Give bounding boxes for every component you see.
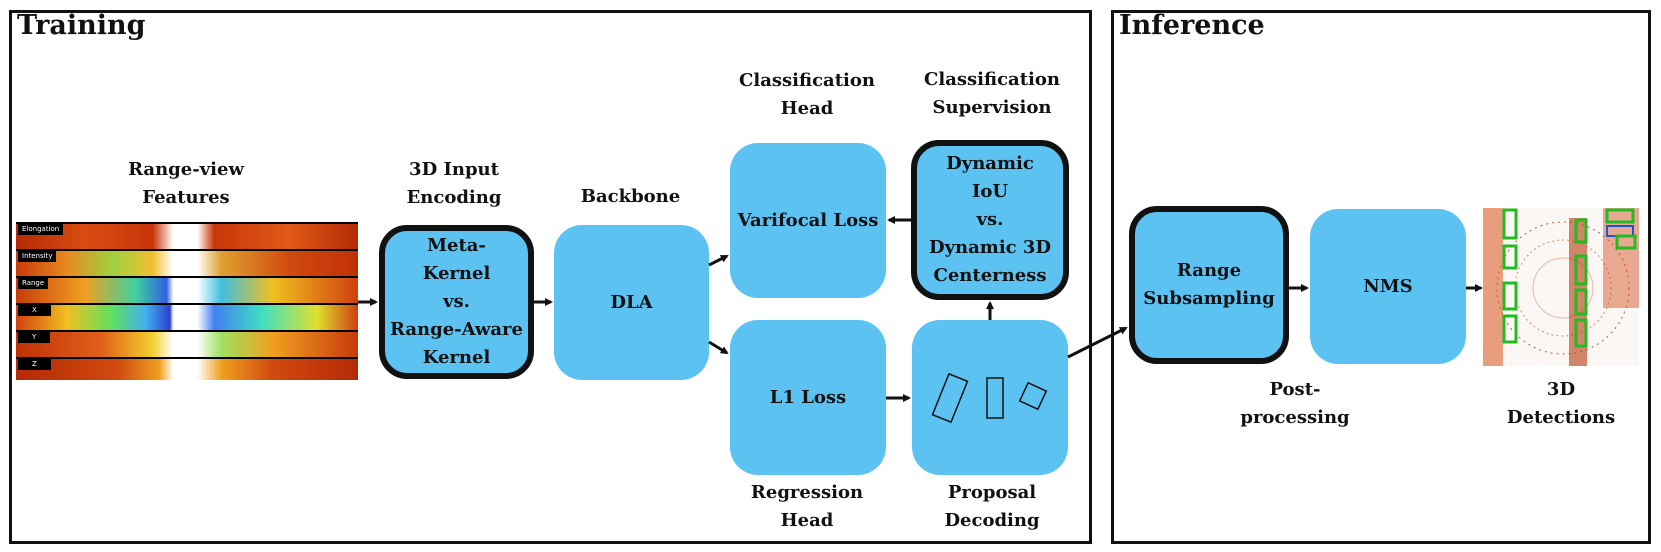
detection-box-5 bbox=[1574, 218, 1588, 244]
proposal-box-3 bbox=[1018, 381, 1048, 411]
training-title: Training bbox=[17, 10, 146, 41]
nms-box: NMS bbox=[1310, 209, 1466, 364]
proposal-decoding-box bbox=[912, 320, 1068, 475]
range-view-image: Elongation Intensity Range X Y Z bbox=[16, 222, 358, 380]
backbone-box: DLA bbox=[554, 225, 709, 380]
regression-head-label: Regression Head bbox=[750, 482, 864, 531]
elongation-tag: Elongation bbox=[18, 224, 64, 235]
post-processing-label: Post- processing bbox=[1240, 379, 1350, 428]
point-cluster-left bbox=[1483, 208, 1503, 366]
proposal-box-2 bbox=[986, 377, 1004, 419]
input-encoding-label: 3D Input Encoding bbox=[406, 159, 502, 208]
y-strip bbox=[16, 332, 358, 357]
x-tag: X bbox=[18, 305, 51, 316]
backbone-label: Backbone bbox=[580, 186, 681, 207]
intensity-tag: Intensity bbox=[18, 251, 57, 262]
intensity-strip bbox=[16, 251, 358, 276]
detections-label: 3D Detections bbox=[1506, 379, 1616, 428]
regression-head-box: L1 Loss bbox=[730, 320, 886, 475]
classification-supervision-label: Classification Supervision bbox=[924, 69, 1060, 118]
detection-box-6 bbox=[1574, 254, 1588, 286]
z-strip bbox=[16, 359, 358, 380]
x-strip bbox=[16, 305, 358, 330]
input-encoding-box: Meta- Kernel vs. Range-Aware Kernel bbox=[379, 225, 534, 379]
proposal-decoding-label: Proposal Decoding bbox=[944, 482, 1040, 531]
scan-ring-1 bbox=[1532, 257, 1594, 319]
arrow-backbone-to-cls-head bbox=[708, 254, 729, 267]
z-tag: Z bbox=[18, 359, 51, 370]
classification-head-box: Varifocal Loss bbox=[730, 143, 886, 298]
arrow-decoding-to-subsampling bbox=[1067, 326, 1128, 359]
elongation-strip bbox=[16, 224, 358, 249]
point-cluster-right bbox=[1603, 208, 1639, 308]
detections-image bbox=[1483, 208, 1639, 366]
arrow-backbone-to-reg-head bbox=[708, 340, 729, 355]
proposal-box-1 bbox=[931, 372, 969, 424]
scan-ring-3 bbox=[1496, 221, 1630, 355]
y-tag: Y bbox=[18, 332, 51, 343]
detection-box-9 bbox=[1605, 208, 1635, 224]
proposal-boxes-icon bbox=[931, 372, 1048, 424]
inference-title: Inference bbox=[1119, 10, 1265, 41]
detection-box-7 bbox=[1574, 288, 1588, 316]
detection-box-1 bbox=[1502, 208, 1518, 240]
classification-supervision-box: Dynamic IoU vs. Dynamic 3D Centerness bbox=[911, 140, 1069, 300]
range-tag: Range bbox=[18, 278, 49, 289]
detection-box-8 bbox=[1574, 318, 1588, 348]
detection-box-4 bbox=[1502, 314, 1518, 344]
range-strip bbox=[16, 278, 358, 303]
classification-head-label: Classification Head bbox=[739, 70, 875, 119]
detections-scene bbox=[1483, 208, 1639, 366]
detection-box-3 bbox=[1502, 281, 1518, 311]
range-subsampling-box: Range Subsampling bbox=[1129, 206, 1289, 364]
range-view-label: Range-view Features bbox=[128, 159, 244, 208]
detection-box-11 bbox=[1615, 234, 1637, 250]
detection-box-2 bbox=[1502, 244, 1518, 270]
inference-panel bbox=[1111, 10, 1651, 544]
training-panel bbox=[9, 10, 1092, 544]
